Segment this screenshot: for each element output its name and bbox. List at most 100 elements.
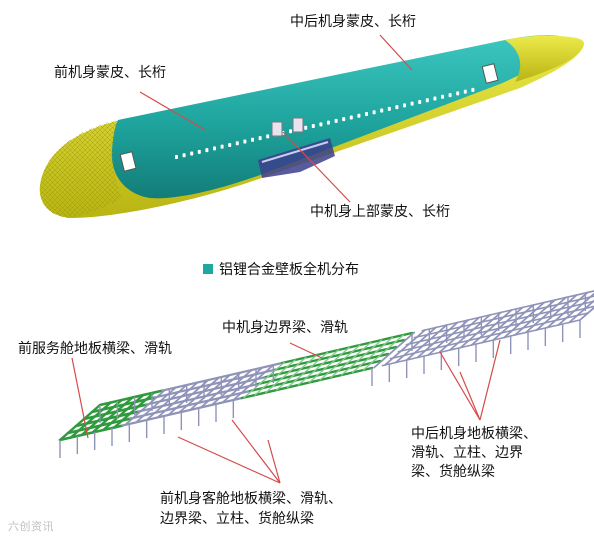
window (266, 134, 270, 139)
floor-beam (210, 369, 253, 406)
upper-leader-lines (139, 34, 413, 203)
mid-boundary-rail (272, 338, 406, 372)
watermark: 六创资讯 (8, 520, 54, 533)
mid-boundary-rail (248, 359, 382, 393)
window (175, 155, 178, 159)
window (197, 149, 201, 154)
legend: 铝锂合金壁板全机分布 (203, 259, 359, 279)
window (380, 108, 384, 113)
window (372, 110, 376, 115)
window (403, 103, 406, 108)
floor-beam (535, 294, 578, 331)
floor-beam (58, 403, 102, 442)
floor-beam (351, 336, 394, 374)
floor-beam (156, 381, 199, 419)
label-front-cabin-line2: 边界梁、立柱、货舱纵梁 (160, 511, 314, 527)
window (456, 91, 460, 96)
window (311, 124, 315, 129)
window (433, 96, 437, 101)
floor-beam (503, 301, 546, 339)
floor-beam (232, 364, 275, 401)
floor-beam (167, 379, 210, 416)
floor-structure (58, 290, 594, 458)
floor-beam (438, 316, 481, 354)
window (190, 151, 194, 156)
window-row (175, 87, 475, 159)
floor-beam (405, 324, 448, 361)
floor-beam (80, 398, 123, 437)
rear-door (481, 63, 499, 84)
fuselage-model (39, 35, 585, 218)
lower-leader-lines (71, 339, 501, 484)
floor-beam (91, 396, 134, 434)
window (182, 153, 186, 158)
window (471, 87, 475, 92)
wing-box-cutout (258, 138, 335, 178)
floor-beam (373, 331, 416, 369)
floor-beam (557, 292, 594, 326)
floor-beam (470, 309, 513, 346)
label-front-cabin-line1: 前机身客舱地板横梁、滑轨、 (160, 491, 342, 507)
legend-text: 铝锂合金壁板全机分布 (219, 262, 359, 278)
floor-beam (69, 401, 113, 439)
window (235, 141, 239, 146)
mid-boundary-rail (264, 345, 398, 379)
window (304, 125, 308, 130)
floor-beam (319, 344, 361, 381)
floor-beam (492, 304, 535, 341)
center-panel-2 (292, 117, 304, 133)
center-panel (271, 121, 283, 137)
floor-beam (189, 374, 231, 411)
window (319, 122, 323, 127)
window (365, 112, 368, 116)
floor-beam (514, 299, 556, 336)
label-mid-rear-floor-line1: 中后机身地板横梁、 (411, 426, 537, 442)
window (289, 129, 292, 134)
fuselage-teal-body (111, 35, 568, 199)
floor-beam (275, 354, 318, 391)
floor-beam (178, 376, 221, 414)
front-door (119, 151, 137, 172)
mid-boundary-rail (280, 331, 414, 365)
floor-beam (145, 384, 188, 421)
mid-boundary-rail (240, 366, 374, 400)
floor-beam (124, 389, 166, 426)
floor-beam (330, 341, 372, 379)
window (220, 144, 224, 149)
window (349, 115, 353, 120)
window (418, 99, 422, 104)
floor-beam (308, 346, 350, 384)
window (228, 142, 232, 147)
floor-beam (286, 351, 329, 389)
label-front-service: 前服务舱地板横梁、滑轨 (18, 341, 172, 357)
floor-beam (243, 361, 285, 399)
window (205, 148, 209, 153)
floor-beam (102, 393, 145, 432)
legend-swatch (203, 264, 213, 274)
floor-beam (427, 319, 470, 356)
window (425, 98, 429, 103)
floor-beam (416, 321, 459, 359)
window (441, 94, 444, 99)
window (251, 137, 254, 142)
label-mid-boundary: 中机身边界梁、滑轨 (222, 320, 348, 336)
floor-beam (265, 356, 307, 394)
label-mid-rear-floor-line3: 梁、货舱纵梁 (411, 464, 495, 480)
floor-beam (254, 359, 296, 396)
window (258, 136, 262, 141)
nose-mesh (39, 120, 122, 218)
floor-beam (297, 349, 340, 386)
window (395, 105, 399, 110)
label-mid-rear-skin: 中后机身蒙皮、长桁 (290, 14, 416, 30)
window (410, 101, 414, 106)
window (463, 89, 467, 94)
window (334, 118, 338, 123)
tail-cone (505, 35, 584, 82)
floor-beam (568, 299, 594, 324)
window (243, 139, 247, 144)
floor-beam (449, 314, 491, 351)
label-mid-upper-skin: 中机身上部蒙皮、长桁 (310, 204, 450, 220)
window (357, 113, 361, 118)
